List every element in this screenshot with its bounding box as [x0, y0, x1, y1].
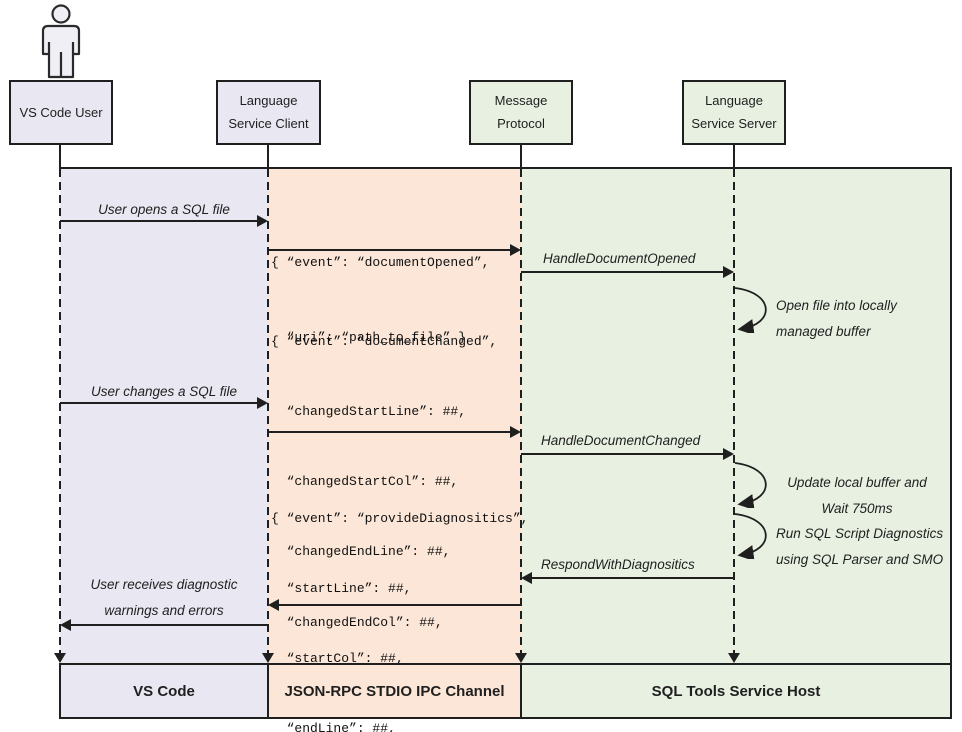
- code-line: “endLine”: ##,: [271, 721, 396, 732]
- code-line: “changedStartCol”: ##,: [271, 474, 459, 490]
- user-actor-icon: [41, 4, 81, 79]
- frame-top-border: [59, 167, 952, 169]
- arrow-document-changed-msg: [268, 426, 521, 438]
- arrow-respond-with-diagnostics: [521, 572, 734, 584]
- code-line: “startCol”: ##,: [271, 651, 404, 667]
- lifeline-end-arrow-server: [728, 653, 740, 663]
- label-user-receives-diagnostics: User receives diagnostic warnings and er…: [60, 572, 268, 624]
- region-host-lane: [521, 169, 952, 664]
- code-line: “changedEndLine”: ##,: [271, 544, 451, 560]
- footer-box-jsonrpc-channel: JSON-RPC STDIO IPC Channel: [267, 663, 522, 719]
- actor-label: Language: [705, 93, 763, 108]
- label-run-sql-diagnostics: Run SQL Script Diagnostics using SQL Par…: [776, 521, 943, 573]
- arrow-user-opens-file: [60, 215, 268, 227]
- lifeline-stub-client: [267, 145, 269, 169]
- footer-box-vscode: VS Code: [59, 663, 269, 719]
- code-line: { “event”: “documentOpened”,: [271, 255, 490, 270]
- self-loop-open-file: [734, 287, 767, 333]
- label-line: using SQL Parser and SMO: [776, 552, 944, 567]
- footer-box-sql-tools-service-host: SQL Tools Service Host: [520, 663, 952, 719]
- label-line: Wait 750ms: [821, 501, 893, 516]
- lifeline-end-arrow-client: [262, 653, 274, 663]
- actor-box-vscode-user: VS Code User: [9, 80, 113, 145]
- lifeline-stub-user: [59, 145, 61, 169]
- actor-label: Language: [239, 93, 298, 108]
- self-loop-update-buffer: [734, 462, 767, 508]
- lifeline-user: [59, 169, 61, 653]
- arrow-handle-document-opened: [521, 266, 734, 278]
- code-line: “startLine”: ##,: [271, 581, 412, 597]
- label-user-opens-sql-file: User opens a SQL file: [98, 202, 230, 217]
- footer-label: VS Code: [133, 682, 195, 700]
- lifeline-end-arrow-user: [54, 653, 66, 663]
- lifeline-stub-protocol: [520, 145, 522, 169]
- label-handle-document-changed: HandleDocumentChanged: [541, 433, 701, 448]
- region-vscode-lane: [60, 169, 268, 664]
- footer-label: SQL Tools Service Host: [651, 682, 821, 700]
- label-line: Update local buffer and: [787, 475, 927, 490]
- arrow-handle-document-changed: [521, 448, 734, 460]
- lifeline-end-arrow-protocol: [515, 653, 527, 663]
- region-channel-lane: [268, 169, 521, 664]
- code-line: { “event”: “documentChanged”,: [271, 333, 498, 349]
- actor-label: Protocol: [497, 116, 545, 131]
- self-loop-run-diagnostics: [734, 513, 767, 559]
- payload-document-opened: { “event”: “documentOpened”, “uri”: “pat…: [271, 200, 489, 400]
- code-line: “uri”: “path_to_file” }: [271, 330, 467, 345]
- label-line: managed buffer: [776, 324, 871, 339]
- actor-label: VS Code User: [19, 104, 103, 120]
- arrow-diagnostics-msg: [268, 599, 521, 611]
- code-line: { “event”: “provideDiagnositics”,: [271, 510, 529, 526]
- code-line: “changedStartLine”: ##,: [271, 404, 467, 420]
- lifeline-stub-server: [733, 145, 735, 169]
- actor-box-message-protocol: Message Protocol: [469, 80, 573, 145]
- arrow-document-opened-msg: [268, 244, 521, 256]
- actor-box-language-service-client: Language Service Client: [216, 80, 321, 145]
- lifeline-protocol: [520, 169, 522, 653]
- code-line: “changedEndCol”: ##,: [271, 614, 443, 630]
- label-respond-with-diagnostics: RespondWithDiagnositics: [541, 557, 695, 572]
- label-line: User receives diagnostic: [90, 577, 238, 592]
- lifeline-client: [267, 169, 269, 653]
- actor-box-language-service-server: Language Service Server: [682, 80, 786, 145]
- label-line: Open file into locally: [776, 298, 897, 313]
- arrow-user-changes-file: [60, 397, 268, 409]
- label-line: Run SQL Script Diagnostics: [776, 526, 944, 541]
- label-open-file-locally: Open file into locally managed buffer: [776, 293, 897, 345]
- arrow-user-receives-diagnostics: [60, 619, 268, 631]
- actor-label: Service Client: [228, 116, 309, 131]
- label-handle-document-opened: HandleDocumentOpened: [543, 251, 696, 266]
- footer-label: JSON-RPC STDIO IPC Channel: [284, 682, 505, 700]
- label-line: warnings and errors: [104, 603, 224, 618]
- label-update-local-buffer: Update local buffer and Wait 750ms: [772, 470, 942, 522]
- actor-label: Service Server: [691, 116, 777, 131]
- payload-provide-diagnostics: { “event”: “provideDiagnositics”, “start…: [271, 460, 528, 732]
- frame-right-border: [950, 167, 952, 719]
- lifeline-server: [733, 169, 735, 653]
- label-user-changes-sql-file: User changes a SQL file: [90, 384, 238, 399]
- actor-label: Message: [494, 93, 548, 108]
